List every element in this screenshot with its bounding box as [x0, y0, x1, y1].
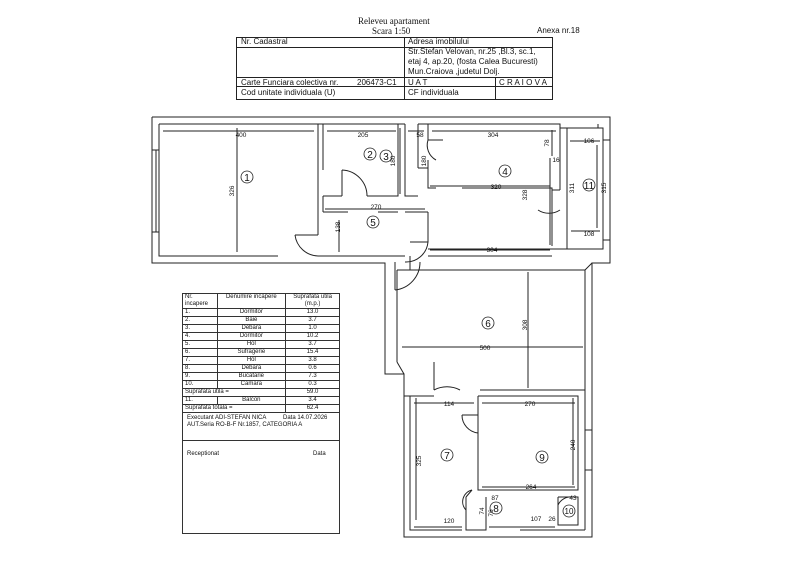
dim-264: 264 [526, 484, 537, 491]
dim-106: 106 [584, 138, 595, 145]
dim-311: 311 [569, 182, 576, 193]
dim-180a: 180 [390, 155, 397, 166]
address-line-1: Str.Stefan Velovan, nr.25 ,Bl.3, sc.1, [408, 47, 536, 56]
land-book-number: 206473-C1 [357, 78, 397, 87]
cf-label: CF individuala [408, 88, 459, 97]
room-label-3: 3 [383, 152, 389, 163]
executor-authorization: AUT.Seria RO-B-F Nr.1857, CATEGORIA A [187, 422, 303, 428]
room-label-1: 1 [244, 173, 250, 184]
col-header-name: Denumire incapere [216, 293, 287, 309]
dim-74: 74 [479, 507, 486, 515]
executor-block: Executant ADI-STEFAN NICA Data 14.07.202… [182, 412, 340, 534]
room-label-4: 4 [502, 167, 508, 178]
room-label-8: 8 [493, 504, 499, 515]
uat-label: U A T [408, 78, 428, 87]
dim-320: 320 [491, 184, 502, 191]
receptioned-label: Receptionat [187, 451, 220, 457]
dim-58: 58 [416, 132, 424, 139]
dim-205: 205 [358, 132, 369, 139]
dim-315: 315 [601, 182, 608, 193]
dim-107: 107 [531, 516, 542, 523]
cadastral-header-table: Nr. Cadastral Adresa imobilului Str.Stef… [236, 37, 553, 100]
dim-180b: 180 [421, 155, 428, 166]
dim-500: 500 [480, 345, 491, 352]
drawing-scale: Scara 1:50 [372, 26, 411, 36]
dim-325: 325 [416, 455, 423, 466]
address-label: Adresa imobilului [408, 37, 469, 46]
table-header-row: Nr.incapere Denumire incapere Suprafata … [182, 293, 340, 309]
dim-308: 308 [522, 319, 529, 330]
executor-date: Data 14.07.2026 [283, 415, 328, 421]
dim-304: 304 [488, 132, 499, 139]
room-label-7: 7 [444, 451, 450, 462]
dim-270a: 270 [371, 204, 382, 211]
room-label-9: 9 [539, 453, 545, 464]
unit-code-label: Cod unitate individuala (U) [241, 88, 336, 97]
room-area-table: Nr.incapere Denumire incapere Suprafata … [181, 293, 340, 413]
dim-78: 78 [544, 139, 551, 147]
dim-43: 43 [569, 495, 577, 502]
dim-326: 326 [229, 185, 236, 196]
room-label-11: 11 [584, 181, 595, 192]
dim-76: 76 [488, 509, 495, 517]
dim-108: 108 [584, 231, 595, 238]
dim-400: 400 [236, 132, 247, 139]
useful-area-row: Suprafata utila =59.0 [181, 388, 340, 397]
room-label-2: 2 [367, 150, 373, 161]
dim-26: 26 [548, 516, 556, 523]
dim-138: 138 [335, 221, 342, 232]
annex-label: Anexa nr.18 [537, 26, 580, 35]
dim-240: 240 [570, 439, 577, 450]
room-label-6: 6 [485, 319, 491, 330]
executor-name: Executant ADI-STEFAN NICA [187, 415, 267, 421]
dim-120: 120 [444, 518, 455, 525]
address-line-2: etaj 4, ap.20, (fosta Calea Bucuresti) [408, 57, 538, 66]
dim-304b: 304 [487, 247, 498, 254]
dim-16: 16 [552, 157, 560, 164]
dim-270b: 270 [525, 401, 536, 408]
col-header-nr: Nr.incapere [182, 293, 218, 309]
dim-328: 328 [522, 189, 529, 200]
address-line-3: Mun.Craiova ,judetul Dolj. [408, 67, 500, 76]
cadastral-label: Nr. Cadastral [241, 37, 288, 46]
receptioned-date-label: Data [313, 451, 326, 457]
col-header-area: Suprafata utila(m.p.) [285, 293, 340, 309]
drawing-title: Releveu apartament [358, 16, 430, 26]
uat-value: C R A I O V A [499, 78, 548, 87]
room-label-5: 5 [370, 218, 376, 229]
dim-87: 87 [491, 495, 499, 502]
land-book-label: Carte Funciara colectiva nr. [241, 78, 339, 87]
dim-114: 114 [444, 401, 455, 408]
room-label-10: 10 [565, 507, 574, 516]
